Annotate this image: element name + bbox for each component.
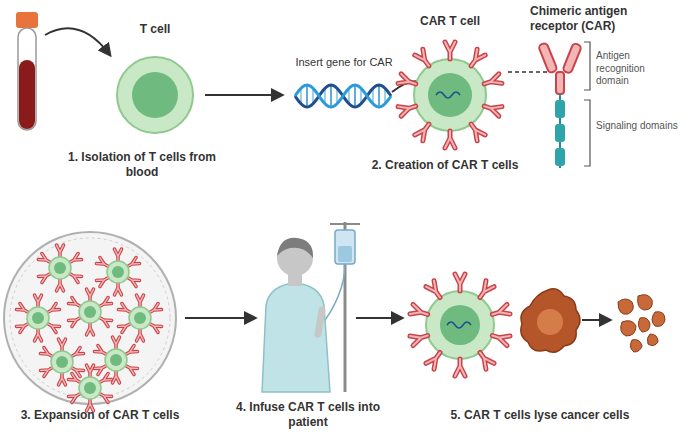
receptor bbox=[59, 339, 66, 351]
car-t-cell bbox=[414, 59, 486, 131]
dashed-leader bbox=[508, 71, 552, 73]
receptor bbox=[476, 350, 494, 370]
receptor bbox=[115, 249, 122, 261]
receptor bbox=[87, 365, 94, 377]
petri-dish bbox=[4, 232, 176, 404]
receptor bbox=[467, 121, 485, 141]
bracket bbox=[584, 100, 590, 166]
receptor bbox=[57, 279, 64, 291]
receptor bbox=[491, 304, 510, 319]
receptor bbox=[467, 49, 485, 69]
receptor bbox=[87, 289, 94, 301]
domain-label: Signaling domains bbox=[596, 120, 678, 133]
bracket bbox=[584, 42, 590, 90]
arrow bbox=[356, 317, 402, 319]
step-caption: 5. CAR T cells lyse cancer cells bbox=[410, 408, 670, 423]
cell-fragments bbox=[618, 295, 665, 352]
receptor bbox=[137, 329, 144, 341]
car-t-cell bbox=[68, 289, 111, 335]
car-structure bbox=[538, 42, 582, 168]
receptor bbox=[426, 281, 444, 301]
car-t-cell bbox=[426, 291, 494, 359]
car-t-cell bbox=[96, 249, 139, 295]
car-t-cell bbox=[68, 365, 111, 411]
arrow bbox=[582, 319, 610, 321]
cell-label: T cell bbox=[115, 22, 195, 37]
receptor bbox=[483, 101, 502, 116]
receptor bbox=[455, 359, 465, 376]
receptor bbox=[410, 304, 429, 319]
receptor bbox=[476, 281, 494, 301]
car-t-cell bbox=[118, 295, 161, 341]
receptor bbox=[113, 337, 120, 349]
car-t-cell bbox=[16, 295, 59, 341]
receptor bbox=[57, 245, 64, 257]
receptor bbox=[87, 323, 94, 335]
car-t-cell bbox=[40, 339, 83, 385]
receptor bbox=[483, 74, 502, 89]
arrow bbox=[185, 317, 255, 319]
receptor bbox=[113, 371, 120, 383]
receptor bbox=[415, 121, 433, 141]
step-caption: 4. Infuse CAR T cells into patient bbox=[218, 400, 398, 430]
receptor bbox=[115, 283, 122, 295]
cancer-cell bbox=[521, 289, 580, 352]
receptor bbox=[59, 373, 66, 385]
step-caption: 1. Isolation of T cells from blood bbox=[52, 150, 232, 180]
receptor bbox=[137, 295, 144, 307]
dna-helix bbox=[295, 85, 391, 107]
step-note: Insert gene for CAR bbox=[282, 56, 406, 70]
t-cell bbox=[117, 57, 193, 133]
receptor bbox=[445, 131, 455, 148]
step-caption: 2. Creation of CAR T cells bbox=[365, 158, 525, 173]
receptor bbox=[35, 329, 42, 341]
receptor bbox=[398, 101, 417, 116]
receptor bbox=[455, 274, 465, 291]
receptor bbox=[410, 331, 429, 346]
cell-label: CAR T cell bbox=[400, 14, 500, 29]
domain-label: Antigen recognition domain bbox=[596, 50, 678, 88]
blood-tube bbox=[16, 12, 38, 130]
receptor bbox=[398, 74, 417, 89]
arrow bbox=[205, 94, 282, 96]
patient bbox=[262, 222, 360, 392]
step-caption: 3. Expansion of CAR T cells bbox=[0, 408, 200, 423]
part-title: Chimeric antigen receptor (CAR) bbox=[530, 4, 678, 34]
receptor bbox=[415, 49, 433, 69]
car-t-cell bbox=[38, 245, 81, 291]
receptor bbox=[491, 331, 510, 346]
car-t-cell bbox=[94, 337, 137, 383]
receptor bbox=[35, 295, 42, 307]
arrow bbox=[45, 28, 110, 55]
receptor bbox=[426, 350, 444, 370]
receptor bbox=[445, 42, 455, 59]
